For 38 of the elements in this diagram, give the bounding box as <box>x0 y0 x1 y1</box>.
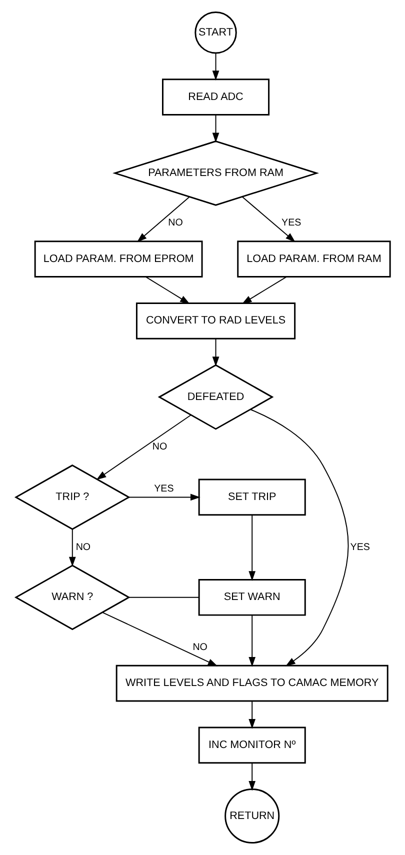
node-box: INC MONITOR Nº <box>198 726 306 764</box>
arrow <box>248 762 256 791</box>
edge-label: YES <box>281 218 301 229</box>
arrow <box>136 196 190 242</box>
arrow <box>96 414 191 480</box>
node-box: SET TRIP <box>198 478 306 516</box>
connector <box>128 596 199 598</box>
arrow <box>212 114 219 143</box>
arrow <box>241 276 286 304</box>
edge-label: NO <box>192 642 207 653</box>
node-diamond: DEFEATED <box>157 364 274 430</box>
node-box: LOAD PARAM. FROM EPROM <box>34 240 202 278</box>
node-box: LOAD PARAM. FROM RAM <box>236 240 390 278</box>
node-circle: START <box>194 11 236 54</box>
edge-label: NO <box>152 442 167 453</box>
arrow <box>250 409 348 666</box>
node-diamond: WARN ? <box>14 564 130 630</box>
node-box: SET WARN <box>198 578 306 616</box>
node-box: CONVERT TO RAD LEVELS <box>135 302 296 340</box>
arrow <box>212 52 219 80</box>
arrow <box>144 276 190 304</box>
arrow <box>101 612 218 666</box>
arrow <box>248 514 256 581</box>
node-circle: RETURN <box>224 788 280 844</box>
edge-label: NO <box>75 542 90 553</box>
node-box: WRITE LEVELS AND FLAGS TO CAMAC MEMORY <box>115 664 388 702</box>
node-diamond: TRIP ? <box>14 464 130 530</box>
arrow <box>248 700 256 729</box>
node-box: READ ADC <box>162 78 270 116</box>
edge-label: YES <box>154 483 174 494</box>
arrow <box>248 614 256 667</box>
arrow <box>212 338 219 366</box>
node-diamond: PARAMETERS FROM RAM <box>112 140 319 206</box>
edge-label: NO <box>168 218 182 229</box>
edge-label: YES <box>350 542 370 553</box>
arrow <box>241 196 295 242</box>
arrow <box>68 528 76 567</box>
arrow <box>128 494 200 501</box>
